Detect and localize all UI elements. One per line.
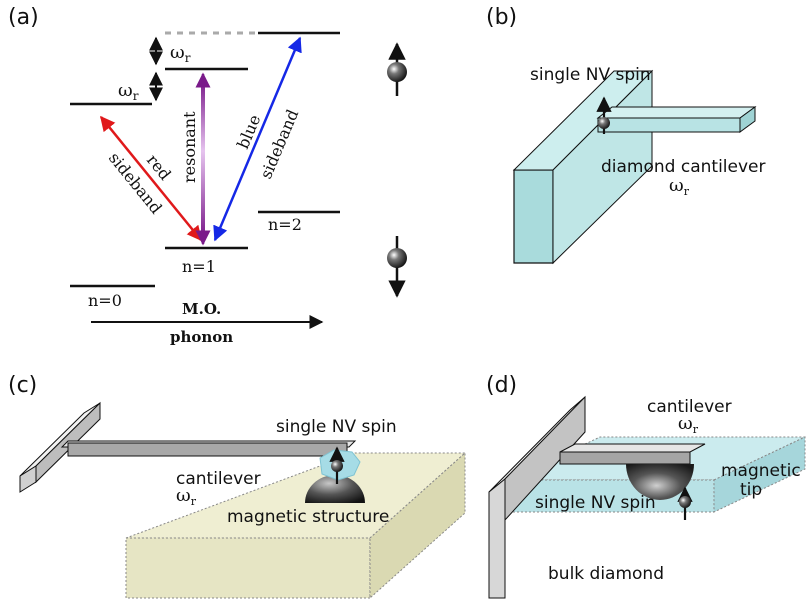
omega-label-c: ωr <box>176 485 197 508</box>
cantilever-support-top-c <box>19 402 101 477</box>
bulk-diamond-side <box>713 436 806 513</box>
panel-c: (c) single NV spin cantilever ωr magneti… <box>8 373 467 600</box>
cantilever-label-d: cantilever <box>647 397 732 417</box>
diamond-cantilever-front <box>597 117 741 133</box>
nv-label-b: single NV spin <box>530 65 651 85</box>
panel-a: (a) ωr ωr red sideband resonant blue sid… <box>8 5 407 346</box>
omega-label-d: ωr <box>678 413 699 436</box>
panel-c-label: (c) <box>8 373 37 398</box>
cantilever-label-b: diamond cantilever <box>601 157 765 177</box>
cantilever-beam-front-d <box>559 451 691 465</box>
panel-d: (d) cantilever ωr magnetic tip single NV… <box>486 373 806 599</box>
omega-label-b: ωr <box>669 175 690 198</box>
n1-label: n=1 <box>182 257 216 276</box>
spin-down-ball <box>387 248 407 268</box>
resonant-transition-bar <box>201 80 205 238</box>
diamond-cantilever-end <box>739 106 756 133</box>
nv-spin-ball-c <box>331 460 343 472</box>
panel-a-label: (a) <box>8 5 39 30</box>
omega-upper-label: ωr <box>170 42 191 65</box>
panel-d-label: (d) <box>486 373 517 398</box>
support-wall-side-d <box>504 395 586 522</box>
nv-spin-ball-d <box>679 496 691 508</box>
structure-slab-front <box>125 537 371 599</box>
magnetic-structure-dome <box>305 475 365 503</box>
tip-label-line2: tip <box>740 480 762 500</box>
structure-slab-top <box>125 452 467 539</box>
cantilever-beam-front-c <box>67 442 348 457</box>
diamond-cantilever-top <box>596 106 757 119</box>
magnetic-tip <box>626 464 694 500</box>
resonant-label: resonant <box>180 111 199 183</box>
spin-up-ball <box>387 62 407 82</box>
red-sideband-arrow <box>100 115 202 242</box>
nv-spin-ball-b <box>598 117 610 129</box>
panel-b-label: (b) <box>486 5 517 30</box>
mo-label: M.O. <box>182 300 221 318</box>
panel-b: (b) single NV spin diamond cantilever ωr <box>486 5 765 265</box>
nv-label-d: single NV spin <box>535 493 656 513</box>
red-label-line1: red <box>143 151 175 184</box>
nv-label-c: single NV spin <box>276 417 397 437</box>
cantilever-beam-top-d <box>559 443 706 453</box>
n2-label: n=2 <box>268 215 302 234</box>
phonon-label: phonon <box>170 328 233 346</box>
diamond-block-front <box>513 169 554 264</box>
omega-lower-label: ωr <box>118 80 139 103</box>
blue-label-line2: sideband <box>256 107 302 182</box>
structure-slab-side <box>369 451 466 600</box>
support-wall-front-d <box>488 477 506 599</box>
blue-sideband-arrow <box>213 36 302 242</box>
cantilever-label-c: cantilever <box>176 469 261 489</box>
bulk-label-d: bulk diamond <box>548 564 664 584</box>
n0-label: n=0 <box>88 291 122 310</box>
tip-label-line1: magnetic <box>721 461 801 481</box>
structure-label-c: magnetic structure <box>227 507 389 527</box>
